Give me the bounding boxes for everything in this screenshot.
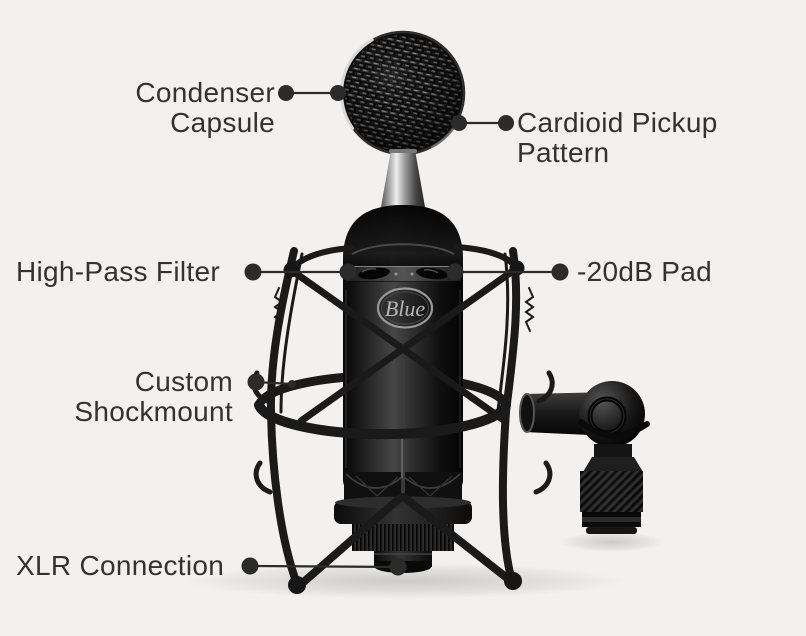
neck-connector xyxy=(381,149,425,207)
high-pass-dot xyxy=(244,263,262,281)
callout-leaders xyxy=(241,85,569,576)
shockmount-left-post xyxy=(266,247,301,588)
high-pass-filter-switch xyxy=(358,267,390,280)
custom-shockmount-leader xyxy=(247,373,296,391)
shockmount-spring xyxy=(524,287,535,332)
blue-logo: Blue xyxy=(376,287,434,329)
pad-switch xyxy=(416,267,448,280)
condenser-capsule-dot xyxy=(278,85,294,101)
shockmount-spring xyxy=(273,287,284,332)
cardioid-target-dot xyxy=(451,115,467,131)
grille-ball xyxy=(340,30,466,156)
cardioid-pickup-leader xyxy=(451,115,514,131)
shockmount-foot xyxy=(288,576,306,594)
cardioid-dot xyxy=(498,115,514,131)
switch-screw xyxy=(394,272,398,276)
mount-arm xyxy=(519,381,650,534)
label-cardioid-pickup-pattern: Cardioid Pickup Pattern xyxy=(517,107,718,168)
shockmount-target-dot xyxy=(288,380,296,388)
label-xlr-connection: XLR Connection xyxy=(16,550,225,581)
blue-logo-text: Blue xyxy=(385,296,426,321)
xlr-connection-leader xyxy=(241,557,407,576)
base-flange xyxy=(334,496,472,524)
shockmount-ring-front xyxy=(254,400,511,440)
label-high-pass-filter: High-Pass Filter xyxy=(16,256,220,287)
high-pass-filter-leader xyxy=(244,263,357,281)
thumbscrew-knob xyxy=(580,444,643,534)
shockmount-knuckle xyxy=(283,262,299,278)
condenser-capsule-target-dot xyxy=(330,85,346,101)
switch-screw xyxy=(410,272,414,276)
pad-target-dot xyxy=(446,263,464,281)
high-pass-target-dot xyxy=(339,263,357,281)
shockmount-foot xyxy=(504,572,522,590)
xlr-dot xyxy=(241,557,259,575)
label-20db-pad: -20dB Pad xyxy=(577,256,713,287)
pad-dot xyxy=(551,263,569,281)
xlr-target-dot xyxy=(389,558,407,576)
pad-leader xyxy=(446,263,569,281)
condenser-capsule-leader xyxy=(278,85,346,101)
shockmount-dot xyxy=(247,373,265,391)
shockmount-knuckle xyxy=(509,260,525,276)
shockmount-cage xyxy=(251,244,555,594)
label-custom-shockmount: Custom Shockmount xyxy=(74,366,233,427)
label-condenser-capsule: Condenser Capsule xyxy=(135,77,275,138)
shockmount-right-post xyxy=(498,247,521,585)
